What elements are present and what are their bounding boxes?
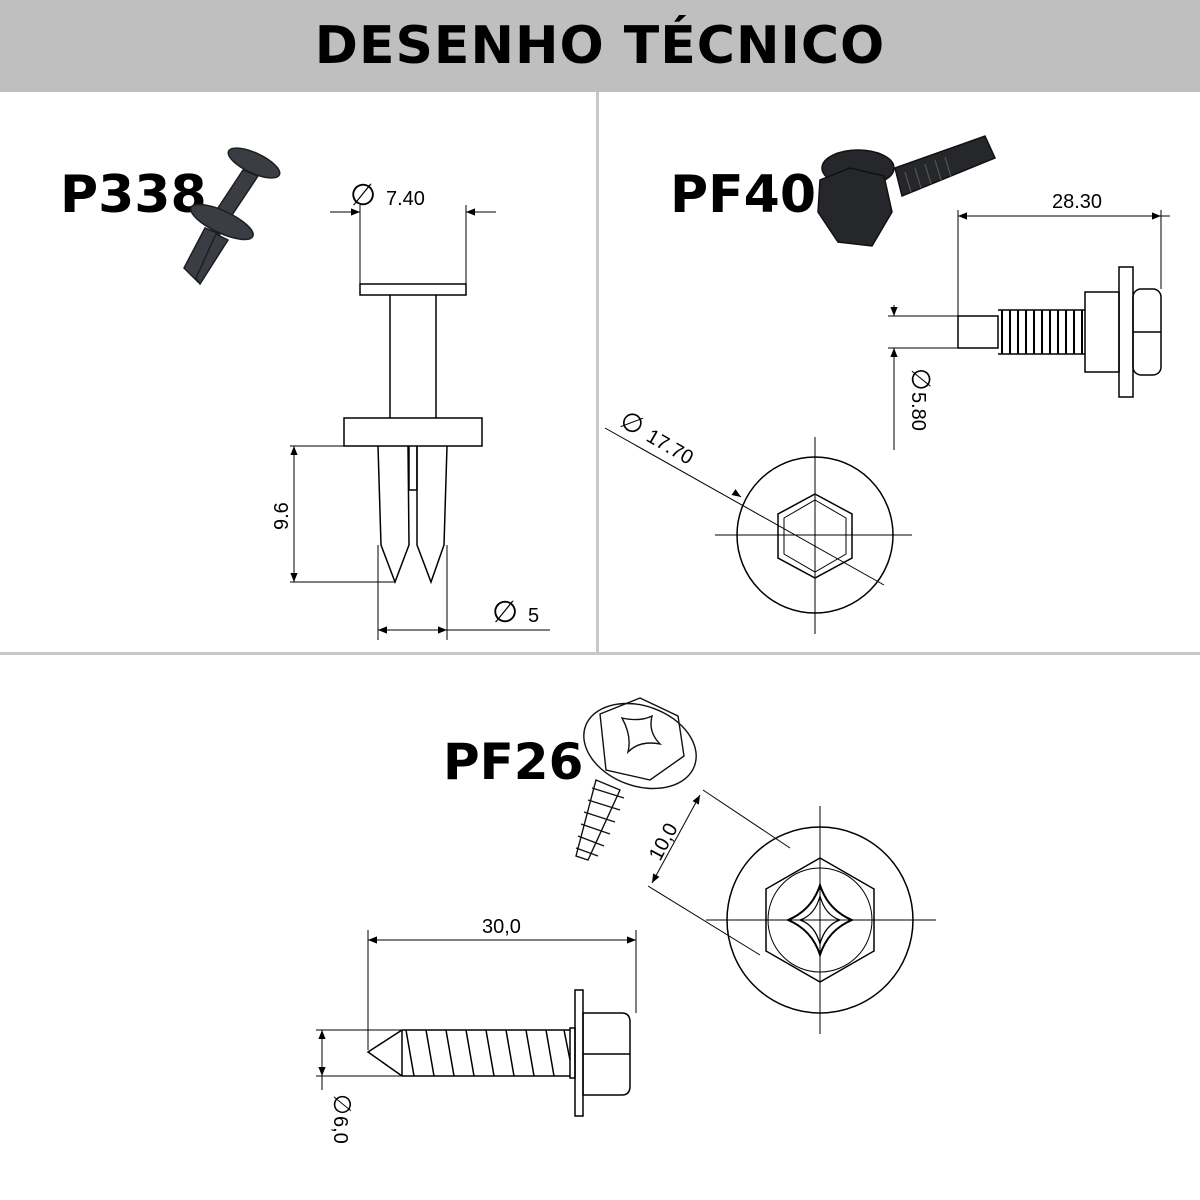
pf26-photo-threads [575,787,625,857]
pf40-head-diameter-label: 17.70 [643,425,697,469]
pf40-diameter-value: 5.80 [907,392,929,431]
p338-collar-outline [343,417,483,447]
pf40-photo [817,135,997,247]
p338-drawing [290,205,550,640]
header-bar: DESENHO TÉCNICO [0,0,1200,92]
pf40-photo-threads [904,156,952,193]
pf40-dimensions [888,210,1170,450]
pf26-length-label: 30,0 [482,916,521,938]
p338-head-outline [359,283,467,296]
pf40-threads [1001,310,1083,354]
page-title: DESENHO TÉCNICO [314,16,886,76]
pf40-end-view [604,427,912,634]
pf26-end-view [647,789,936,1034]
pf26-part-code: PF26 [443,733,584,791]
p338-diameter-symbol: ∅ [350,179,376,212]
pf40-diameter-symbol: ∅ [906,368,936,391]
horizontal-divider [0,652,1200,655]
pf26-diameter-symbol: ∅ [328,1094,355,1115]
pf26-photo [575,697,697,861]
p338-diameter-symbol-2: ∅ [492,596,518,629]
pf40-side-view [957,266,1162,398]
p338-length-label: 9.6 [271,502,293,530]
vertical-divider [596,92,599,652]
pf26-head-label: 10,0 [645,820,683,865]
p338-diameter-label: 5 [528,605,539,627]
pf40-length-label: 28.30 [1052,191,1102,213]
p338-head-diameter-label: 7.40 [386,188,425,210]
pf26-dimensions [316,930,637,1090]
pf40-head-diameter-symbol: ∅ [615,404,650,441]
pf26-threads [405,1029,571,1077]
p338-part-code: P338 [60,165,207,225]
pf26-diameter-label: 6,0 [329,1116,351,1144]
pf40-part-code: PF40 [670,165,816,225]
p338-photo [183,147,281,286]
pf26-side-view [366,989,631,1117]
